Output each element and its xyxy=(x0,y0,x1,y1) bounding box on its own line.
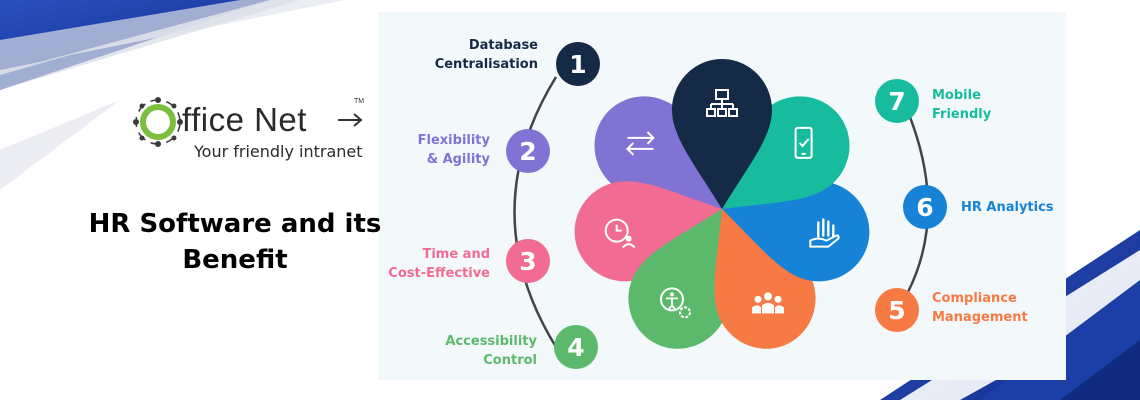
petal-shape-5 xyxy=(714,209,816,349)
badge-circle-4 xyxy=(554,325,598,369)
badge-number-4: 4 xyxy=(567,333,584,362)
left-connector-arc xyxy=(513,76,558,348)
petal-5 xyxy=(714,209,816,349)
petal-3 xyxy=(574,181,722,282)
badge-number-2: 2 xyxy=(519,137,536,166)
badge-number-7: 7 xyxy=(888,87,905,116)
team-people-icon xyxy=(752,292,785,314)
petal-shape-3 xyxy=(574,181,722,282)
badge-number-1: 1 xyxy=(569,50,586,79)
badge-circle-5 xyxy=(875,288,919,332)
badge-circle-3 xyxy=(506,239,550,283)
number-badge-6: 6 xyxy=(903,185,947,229)
network-hierarchy-icon xyxy=(706,89,738,117)
badge-number-3: 3 xyxy=(519,247,536,276)
logo-o-ring-icon xyxy=(133,97,183,147)
swap-arrows-icon xyxy=(625,131,655,156)
number-badge-3: 3 xyxy=(506,239,550,283)
petal-shape-6 xyxy=(722,181,870,282)
logo-wordmark: ffice Net xyxy=(182,101,307,138)
number-badges-group: 1 2 3 4 5 6 7 xyxy=(506,42,947,369)
benefits-diagram: 1 2 3 4 5 6 7 xyxy=(506,42,947,369)
benefit-6-label: HR Analytics xyxy=(961,200,1054,215)
badge-circle-2 xyxy=(506,129,550,173)
number-badge-4: 4 xyxy=(554,325,598,369)
petal-shape-1 xyxy=(672,59,772,209)
badge-circle-7 xyxy=(875,79,919,123)
mobile-check-icon xyxy=(794,126,813,159)
number-badge-2: 2 xyxy=(506,129,550,173)
logo-arrow-icon xyxy=(338,113,363,127)
page-title: HR Software and its Benefit xyxy=(88,209,382,275)
badge-circle-6 xyxy=(903,185,947,229)
badge-number-5: 5 xyxy=(888,296,905,325)
badge-circle-1 xyxy=(556,42,600,86)
number-badge-1: 1 xyxy=(556,42,600,86)
number-badge-7: 7 xyxy=(875,79,919,123)
logo-trademark: TM xyxy=(354,98,365,105)
clock-user-icon xyxy=(604,218,636,249)
petal-shape-4 xyxy=(628,209,730,349)
logo-tagline: Your friendly intranet xyxy=(194,142,363,161)
hand-care-icon xyxy=(809,218,840,248)
petals-group xyxy=(574,59,870,349)
petal-1 xyxy=(672,59,772,209)
petal-6 xyxy=(722,181,870,282)
number-badge-5: 5 xyxy=(875,288,919,332)
accessibility-gear-icon xyxy=(659,287,691,319)
petal-4 xyxy=(628,209,730,349)
benefit-2-label: Flexibility& Agility xyxy=(417,133,490,167)
badge-number-6: 6 xyxy=(916,193,933,222)
officenet-logo: ffice Net TM Your friendly intranet xyxy=(128,96,368,166)
